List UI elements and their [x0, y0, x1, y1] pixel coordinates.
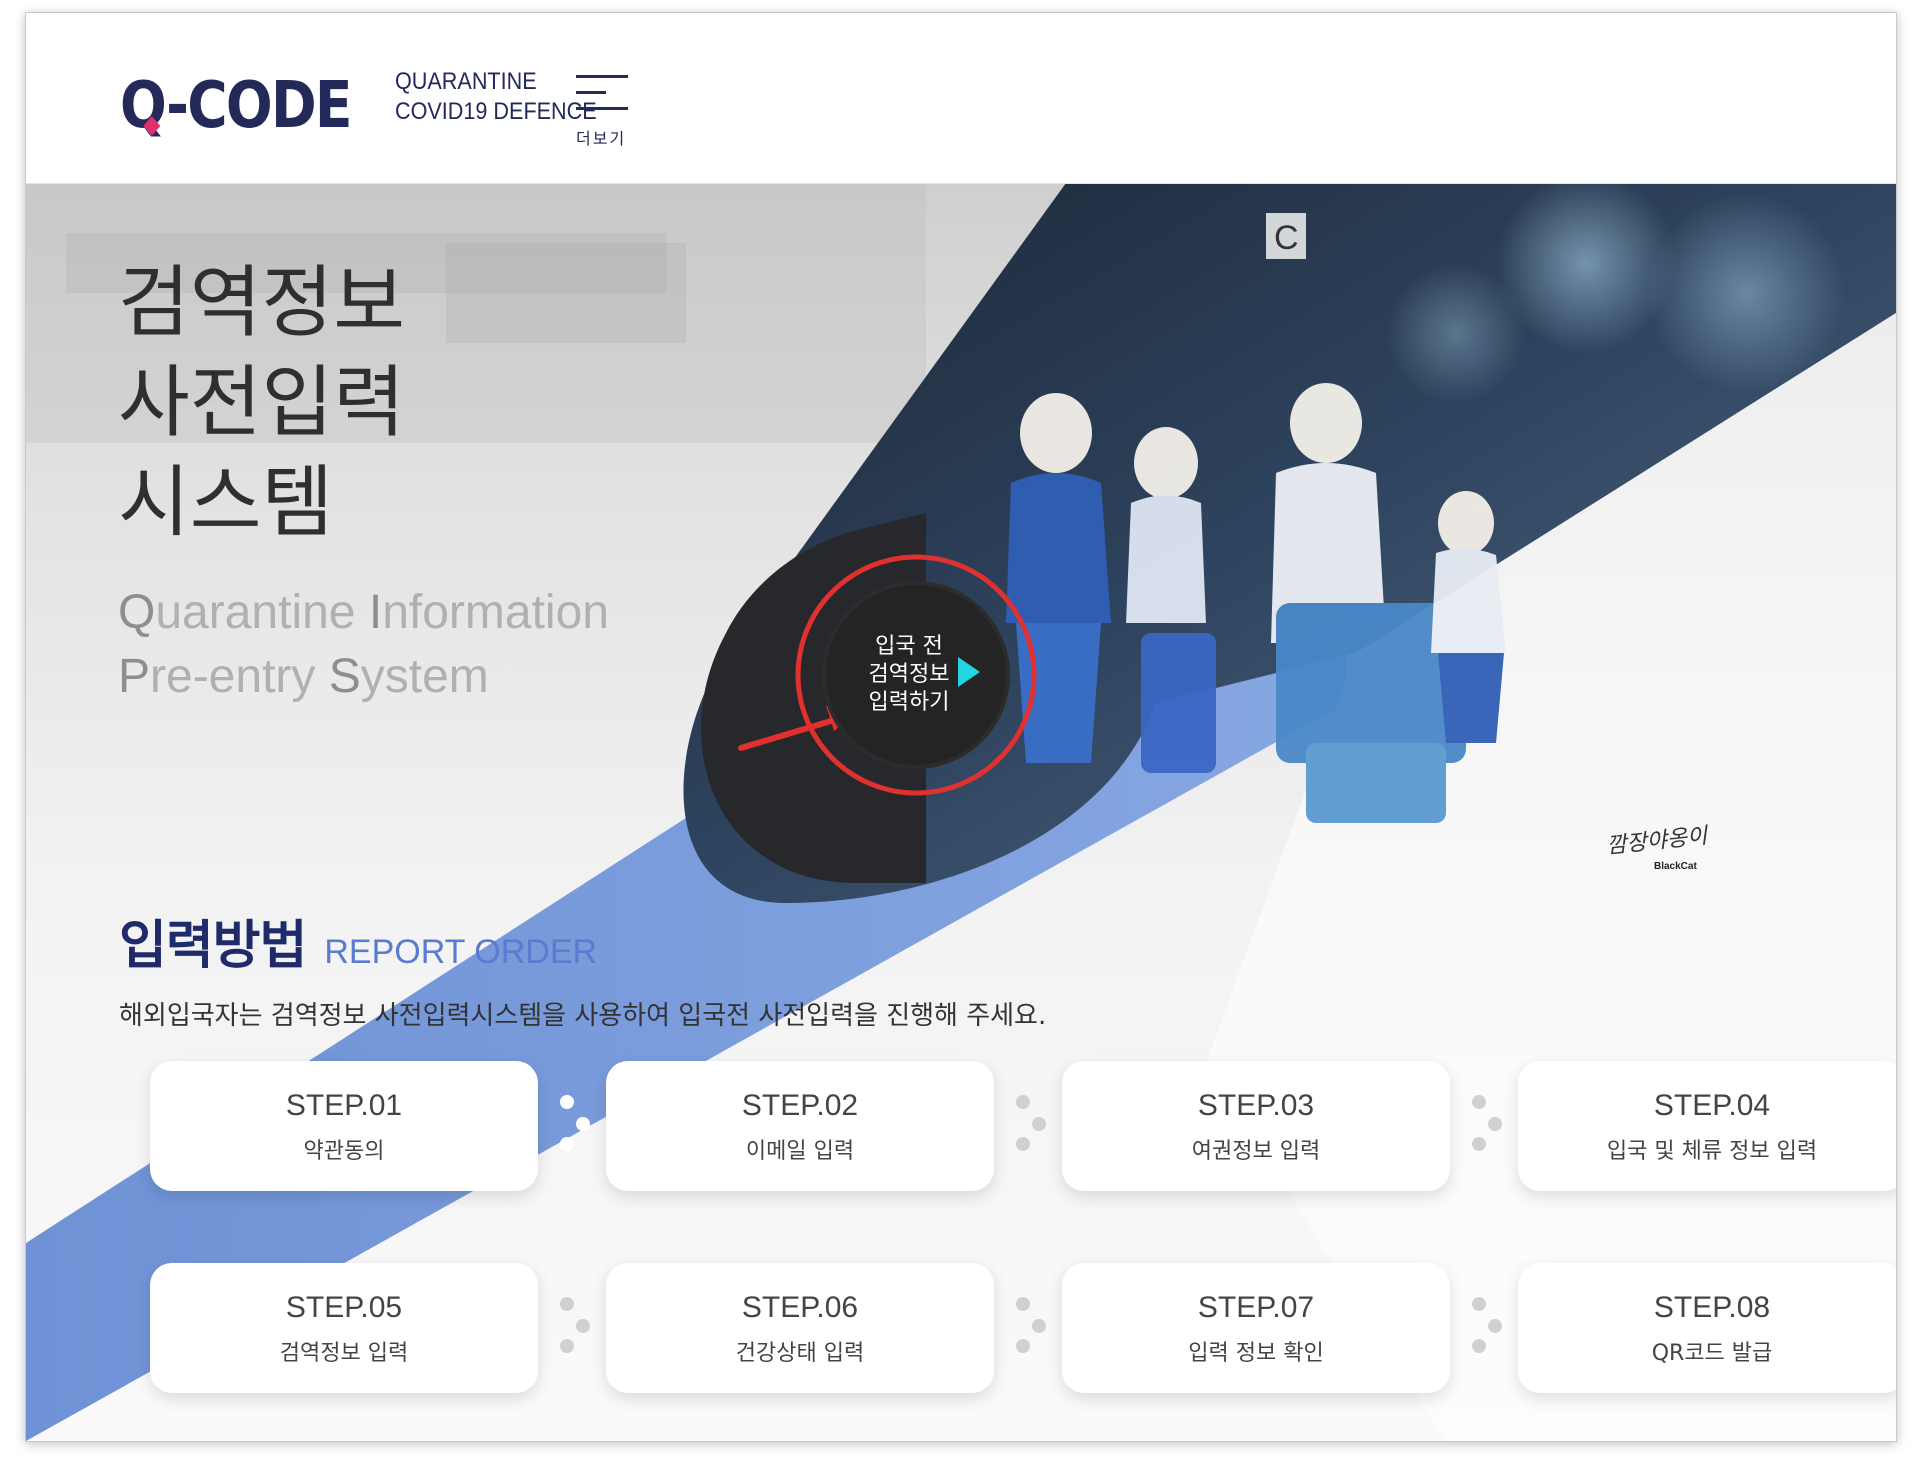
- hero-title-line1: 검역정보: [118, 258, 406, 348]
- step-name: 검역정보 입력: [279, 1341, 409, 1366]
- step-number: STEP.07: [1197, 1291, 1315, 1324]
- browser-frame: Q-CODE QUARANTINE COVID19 DEFENCE 더보기: [25, 12, 1897, 1442]
- step-name: 입국 및 체류 정보 입력: [1606, 1139, 1818, 1164]
- hero-english-subtitle: Quarantine Information Pre-entry System: [118, 581, 609, 709]
- cta-label: 입국 전 검역정보 입력하기: [868, 634, 950, 715]
- logo-sub-line2: COVID19 DEFENCE: [395, 98, 597, 125]
- step-card-5[interactable]: STEP.05 검역정보 입력: [150, 1263, 538, 1393]
- step-connector-dots: [1470, 1095, 1504, 1155]
- step-connector-dots: [558, 1297, 592, 1357]
- step-card-4[interactable]: STEP.04 입국 및 체류 정보 입력: [1518, 1061, 1896, 1191]
- step-name: 건강상태 입력: [735, 1341, 865, 1366]
- artist-signature-sub: BlackCat: [1654, 861, 1697, 872]
- play-arrow-icon: [958, 657, 980, 687]
- hero-section: C 검역정보: [26, 183, 1896, 1441]
- step-number: STEP.02: [741, 1089, 859, 1122]
- hero-title-line2: 사전입력: [118, 358, 406, 448]
- highlight-ring: [795, 554, 1037, 796]
- step-card-6[interactable]: STEP.06 건강상태 입력: [606, 1263, 994, 1393]
- step-card-2[interactable]: STEP.02 이메일 입력: [606, 1061, 994, 1191]
- step-number: STEP.03: [1197, 1089, 1315, 1122]
- step-number: STEP.05: [285, 1291, 403, 1324]
- logo-subtitle: QUARANTINE COVID19 DEFENCE: [395, 67, 597, 127]
- hero-en-line1: Quarantine Information: [118, 586, 609, 639]
- step-name: QR코드 발급: [1651, 1341, 1773, 1366]
- hero-title: 검역정보 사전입력 시스템: [118, 253, 405, 553]
- hero-en-line2: Pre-entry System: [118, 650, 489, 703]
- hero-title-line3: 시스템: [118, 458, 334, 548]
- logo-text: Q-CODE: [120, 69, 353, 143]
- step-connector-dots: [1470, 1297, 1504, 1357]
- step-number: STEP.01: [285, 1089, 403, 1122]
- step-number: STEP.04: [1653, 1089, 1771, 1122]
- step-name: 여권정보 입력: [1191, 1139, 1321, 1164]
- step-name: 약관동의: [303, 1139, 385, 1164]
- step-card-1[interactable]: STEP.01 약관동의: [150, 1061, 538, 1191]
- report-order-heading: 입력방법 REPORT ORDER: [119, 903, 597, 978]
- step-number: STEP.06: [741, 1291, 859, 1324]
- step-connector-dots: [1014, 1095, 1048, 1155]
- site-header: Q-CODE QUARANTINE COVID19 DEFENCE 더보기: [26, 13, 1896, 184]
- step-name: 입력 정보 확인: [1188, 1341, 1324, 1366]
- step-card-8[interactable]: STEP.08 QR코드 발급: [1518, 1263, 1896, 1393]
- step-number: STEP.08: [1653, 1291, 1771, 1324]
- menu-label: 더보기: [576, 129, 627, 148]
- step-connector-dots: [1014, 1297, 1048, 1357]
- step-card-7[interactable]: STEP.07 입력 정보 확인: [1062, 1263, 1450, 1393]
- svg-text:C: C: [1274, 219, 1299, 257]
- family-illustration: [1006, 383, 1506, 823]
- step-name: 이메일 입력: [745, 1139, 855, 1164]
- report-title-en: REPORT ORDER: [324, 933, 598, 971]
- step-connector-dots: [558, 1095, 592, 1155]
- pre-entry-input-button[interactable]: 입국 전 검역정보 입력하기: [826, 585, 1006, 765]
- more-menu-button[interactable]: 더보기: [576, 75, 636, 155]
- report-title-ko: 입력방법: [119, 916, 307, 976]
- logo-wordmark: Q-CODE: [120, 69, 353, 143]
- report-description: 해외입국자는 검역정보 사전입력시스템을 사용하여 입국전 사전입력을 진행해 …: [119, 1001, 1047, 1031]
- q-code-logo[interactable]: Q-CODE QUARANTINE COVID19 DEFENCE: [120, 61, 597, 151]
- logo-q-mark: Q-CODE: [120, 69, 353, 143]
- logo-sub-line1: QUARANTINE: [395, 68, 537, 95]
- step-card-3[interactable]: STEP.03 여권정보 입력: [1062, 1061, 1450, 1191]
